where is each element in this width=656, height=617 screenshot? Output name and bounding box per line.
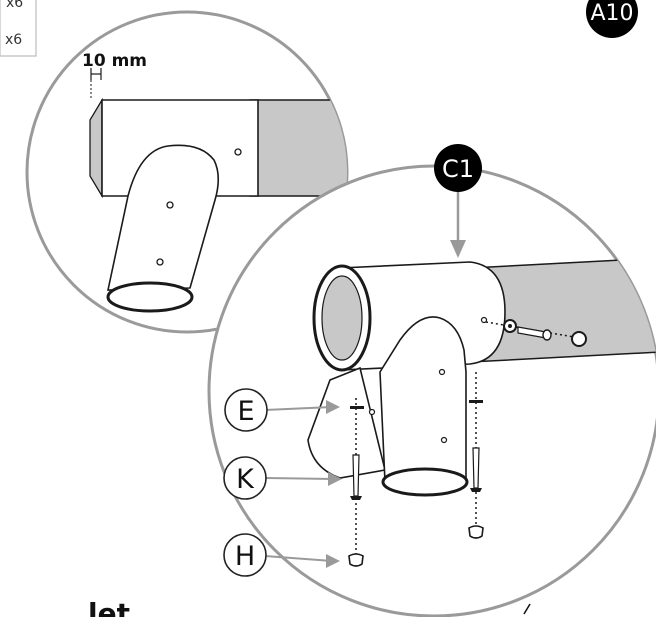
detail-branch-opening	[106, 281, 194, 313]
measurement-label: 10 mm	[82, 51, 147, 71]
footer-mark	[523, 603, 531, 615]
callout-k-label: K	[236, 464, 255, 495]
callout-h-label: H	[235, 541, 255, 572]
qty-label-1: x6	[6, 0, 23, 11]
branch-opening	[381, 467, 469, 497]
callout-e-label: E	[237, 396, 254, 427]
main-connector	[339, 261, 506, 371]
callout-h: H	[223, 533, 340, 577]
qty-label-2: x6	[5, 32, 22, 48]
detail-tube	[249, 99, 347, 197]
footer-text: let	[88, 597, 130, 617]
step-badge-label: A10	[590, 1, 633, 26]
parts-quantity-box: x6 x6	[0, 0, 37, 57]
side-bolt-assembly	[485, 319, 587, 347]
part-badge-c1: C1	[434, 144, 482, 258]
callout-e: E	[224, 388, 340, 432]
left-bolt-assembly	[348, 398, 364, 567]
main-view: C1 E K H	[207, 144, 656, 617]
callout-k: K	[223, 456, 342, 500]
step-badge: A10	[586, 0, 638, 38]
part-badge-label: C1	[442, 155, 474, 183]
right-bolt-assembly	[468, 372, 484, 539]
measurement-marker: 10 mm	[82, 51, 147, 100]
connector-end-cap	[321, 275, 363, 361]
